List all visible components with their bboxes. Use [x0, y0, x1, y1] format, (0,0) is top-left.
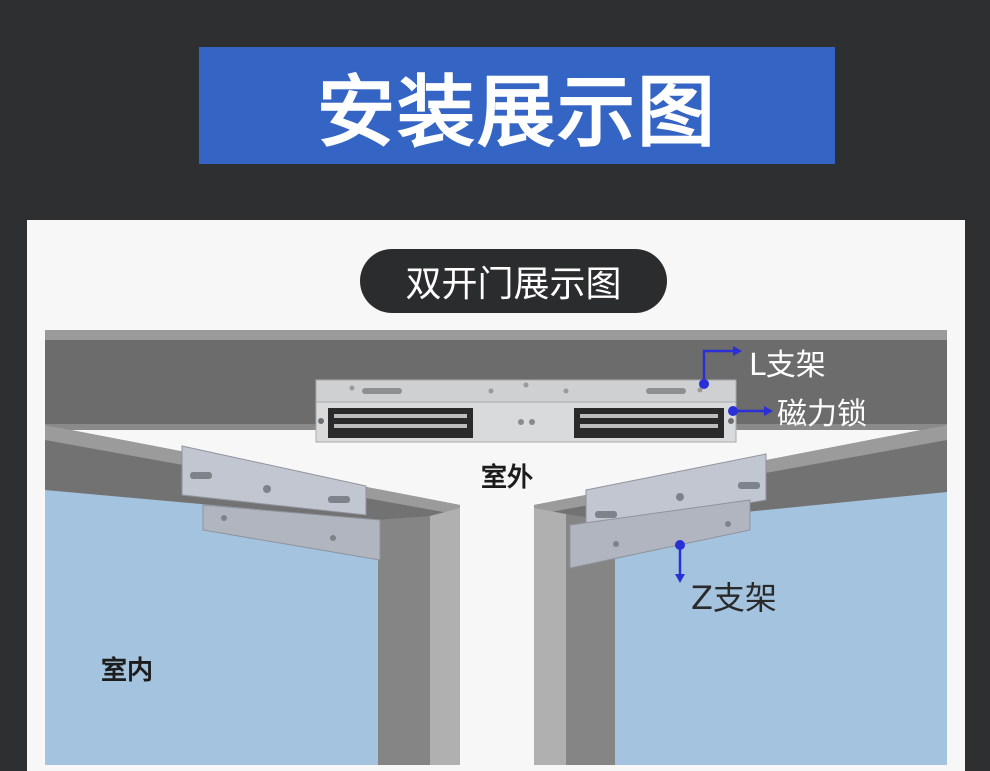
page-title: 安装展示图 [316, 67, 717, 158]
magnetic-lock [315, 379, 737, 443]
l-bracket-callout [699, 346, 742, 389]
right-z-bracket [569, 453, 767, 569]
section-title-pill: 双开门展示图 [360, 249, 667, 313]
z-bracket-callout [675, 540, 685, 583]
arrow-icon [764, 406, 773, 416]
outside-label: 室外 [481, 463, 534, 493]
z-bracket-label: Z支架 [691, 579, 777, 617]
arrow-icon [733, 346, 742, 356]
magnetic-lock-label: 磁力锁 [777, 397, 867, 432]
title-banner: 安装展示图 [199, 47, 835, 164]
section-title: 双开门展示图 [405, 264, 622, 305]
l-bracket-label: L支架 [749, 348, 826, 383]
arrow-icon [675, 574, 685, 583]
left-z-bracket [181, 445, 381, 561]
inside-label: 室内 [101, 656, 154, 686]
magnetic-lock-callout [728, 406, 773, 416]
